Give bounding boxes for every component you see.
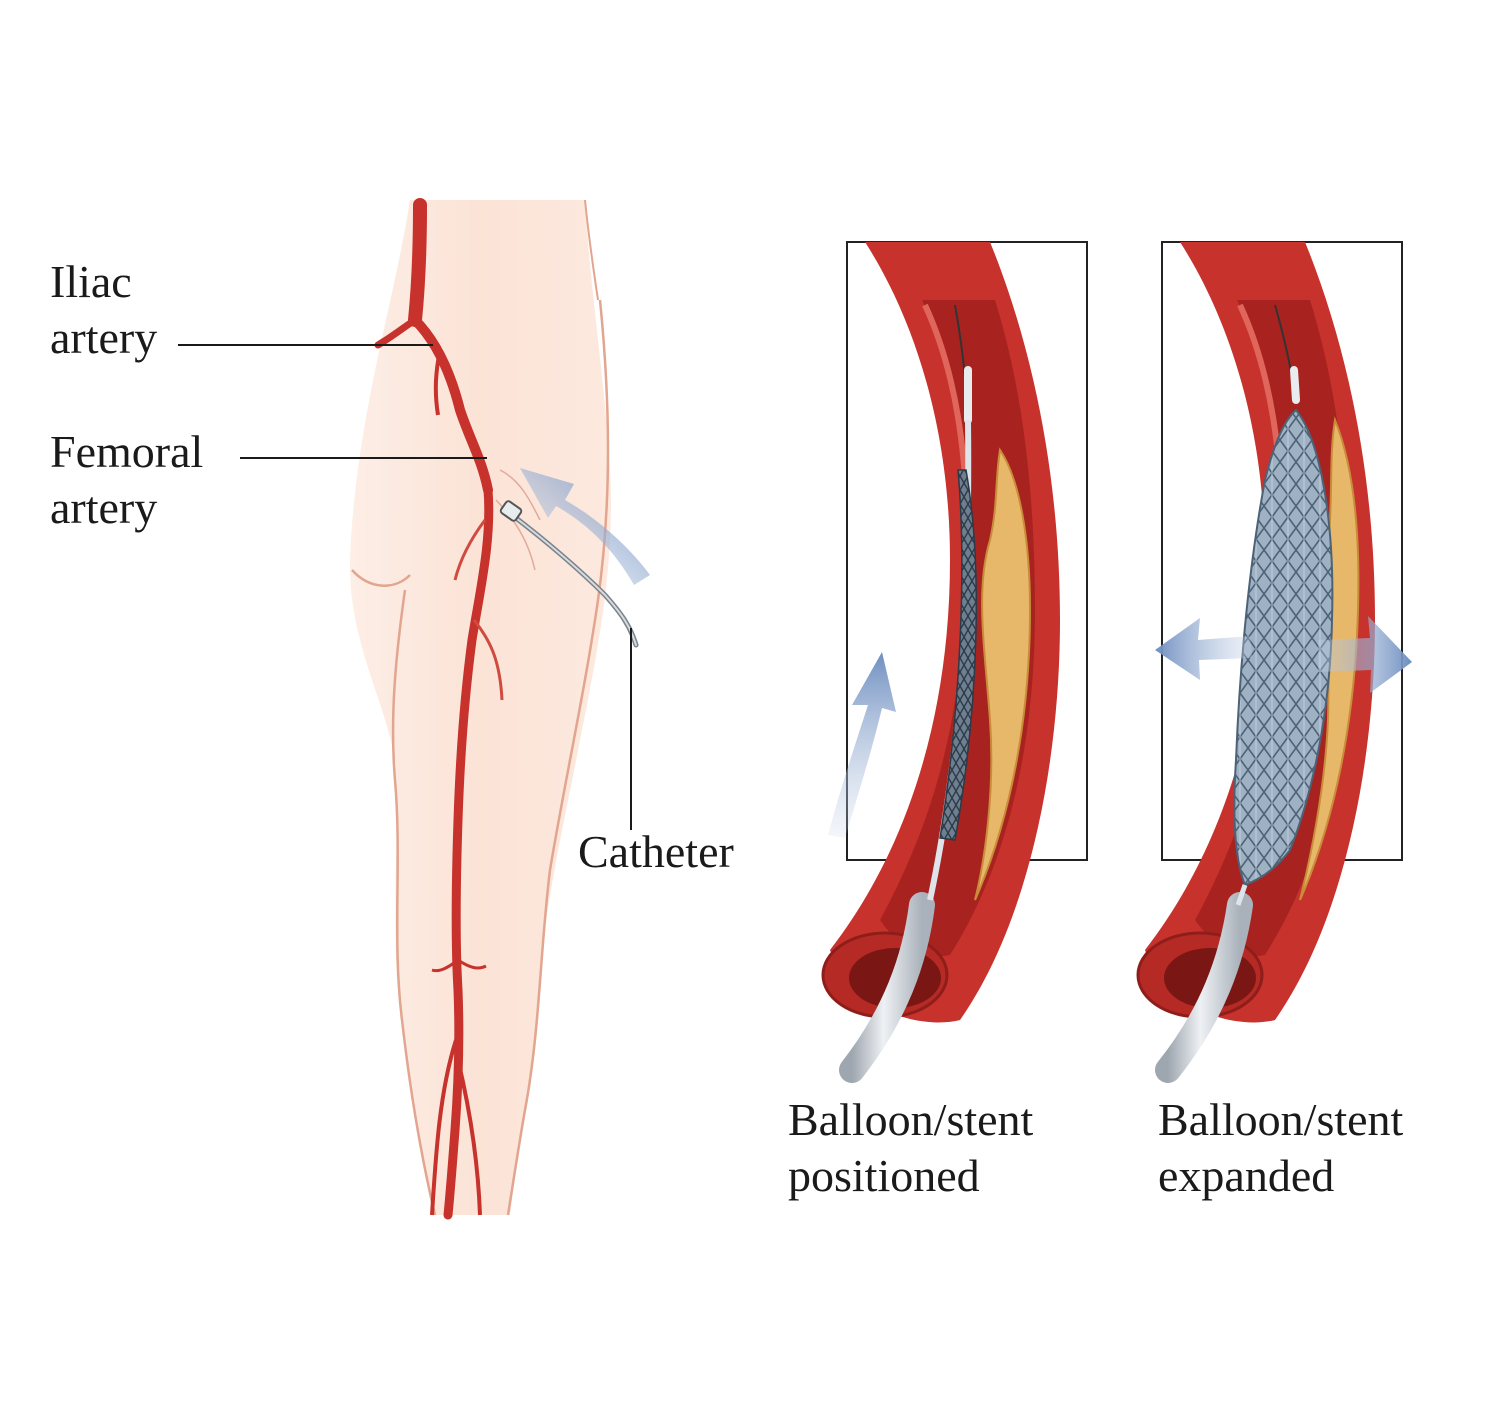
femoral-artery-label-line1: Femoral [50, 426, 204, 477]
leg [349, 198, 650, 1220]
knee-branch [431, 958, 487, 973]
expanded-panel [1136, 241, 1412, 1083]
iliac-artery-label-line1: Iliac [50, 256, 132, 307]
aorta-branch [408, 198, 427, 327]
leg-outline-left [391, 589, 437, 1216]
thigh-branch-1 [472, 619, 504, 701]
iliac-artery-vessel [410, 315, 493, 495]
positioned-catheter [839, 892, 935, 1083]
insertion-arrow-icon [520, 468, 650, 585]
buttock-crease [351, 569, 411, 587]
advance-arrow-icon [828, 652, 896, 838]
leg-silhouette [349, 200, 611, 1215]
femoral-artery-vessel [443, 485, 494, 1220]
expand-right-arrow-icon [1318, 616, 1412, 693]
iliac-artery-label-line2: artery [50, 312, 158, 363]
leg-catheter [499, 500, 639, 648]
catheter-hub [499, 500, 523, 522]
leader-lines [178, 344, 632, 830]
hip-outline [584, 199, 599, 301]
leg-outline-right [506, 299, 610, 1216]
positioned-plaque [974, 447, 1032, 901]
expanded-label-line1: Balloon/stent [1158, 1094, 1404, 1145]
expanded-label-line2: expanded [1158, 1150, 1335, 1201]
pelvic-faint-branches [495, 469, 541, 571]
expanded-stent [1233, 408, 1334, 887]
positioned-panel [821, 241, 1088, 1083]
leg-arteries [374, 198, 541, 1220]
expand-left-arrow-icon [1155, 618, 1252, 680]
deep-femoral-branch [453, 519, 487, 581]
positioned-label-line1: Balloon/stent [788, 1094, 1034, 1145]
iliac-artery-label: Iliac artery [50, 254, 157, 366]
calf-branch-left [430, 1039, 458, 1216]
catheter-label: Catheter [578, 824, 734, 880]
femoral-artery-label-line2: artery [50, 482, 158, 533]
femoral-artery-label: Femoral artery [50, 424, 203, 536]
positioned-stent [939, 469, 977, 841]
iliac-side-branch [433, 349, 442, 416]
balloon-stent-positioned-label: Balloon/stent positioned [788, 1092, 1033, 1204]
catheter-label-text: Catheter [578, 826, 734, 877]
calf-branch-right [456, 1059, 482, 1216]
expanded-catheter [1155, 892, 1253, 1083]
positioned-label-line2: positioned [788, 1150, 980, 1201]
balloon-stent-expanded-label: Balloon/stent expanded [1158, 1092, 1403, 1204]
